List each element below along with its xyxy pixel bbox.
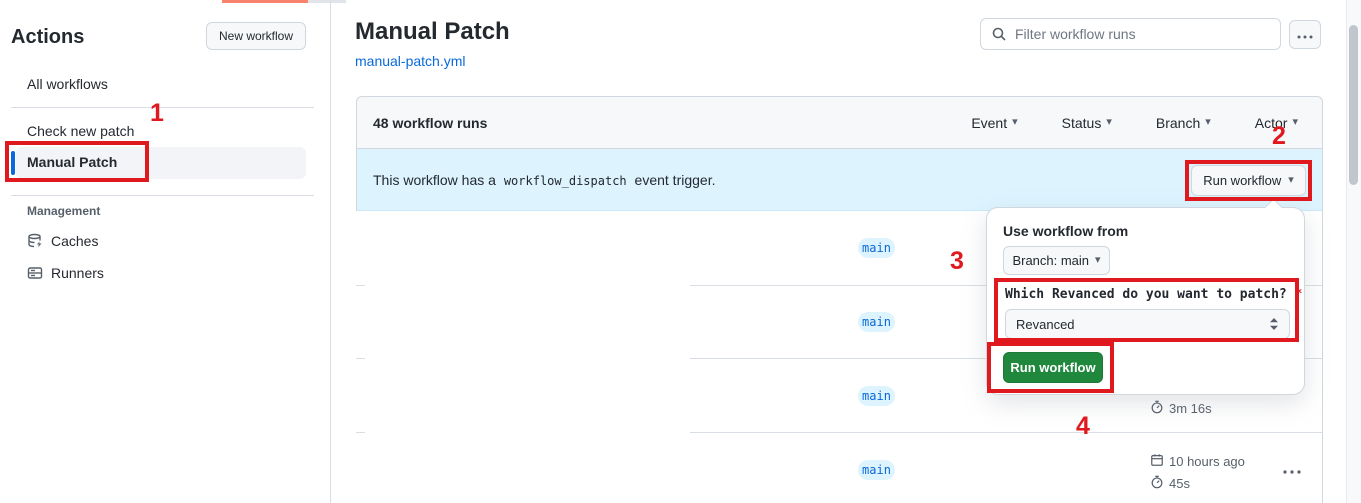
calendar-icon xyxy=(1150,453,1164,470)
sidebar-item-manual-patch[interactable] xyxy=(16,147,306,179)
run-time: 10 hours ago xyxy=(1150,453,1245,470)
sidebar-item-runners-label: Runners xyxy=(51,265,104,281)
row-divider xyxy=(356,285,365,286)
sidebar-item-runners[interactable]: Runners xyxy=(27,265,104,281)
chevron-down-icon: ▾ xyxy=(1205,116,1211,128)
sidebar-title: Actions xyxy=(11,26,85,48)
chevron-down-icon: ▾ xyxy=(1095,254,1101,266)
run-duration: 3m 16s xyxy=(1150,400,1212,417)
run-duration: 45s xyxy=(1150,475,1190,492)
workflow-runs-header: 48 workflow runs Event ▾ Status ▾ Branch… xyxy=(356,96,1323,149)
scrollbar-thumb[interactable] xyxy=(1349,25,1358,185)
sidebar-divider xyxy=(11,107,314,108)
stopwatch-icon xyxy=(1150,475,1164,492)
sidebar-item-check-new-patch[interactable]: Check new patch xyxy=(27,123,135,139)
branch-badge[interactable]: main xyxy=(858,460,895,480)
chevron-down-icon: ▾ xyxy=(1012,116,1018,128)
run-options-button[interactable] xyxy=(1283,461,1301,477)
run-workflow-dropdown-button[interactable]: Run workflow ▾ xyxy=(1191,165,1306,196)
sidebar-divider xyxy=(11,195,314,196)
annotation-number-1: 1 xyxy=(150,99,164,127)
caches-icon xyxy=(27,233,43,249)
required-asterisk: * xyxy=(1294,287,1303,302)
page-title: Manual Patch xyxy=(355,18,510,45)
row-divider xyxy=(690,432,1322,433)
popover-title: Use workflow from xyxy=(1003,223,1129,239)
banner-text: This workflow has a workflow_dispatch ev… xyxy=(373,171,716,188)
search-icon xyxy=(991,26,1007,42)
new-workflow-button[interactable]: New workflow xyxy=(206,22,306,50)
filter-workflow-runs-input[interactable] xyxy=(1015,26,1270,42)
top-loading-strip xyxy=(222,0,308,3)
sidebar-item-all-workflows[interactable]: All workflows xyxy=(27,76,108,92)
sidebar-item-manual-patch-label: Manual Patch xyxy=(27,154,118,170)
filter-workflow-runs-box xyxy=(980,18,1281,50)
annotation-number-3: 3 xyxy=(950,247,964,275)
top-strip-shadow xyxy=(308,0,346,3)
branch-badge[interactable]: main xyxy=(858,312,895,332)
sidebar-item-caches-label: Caches xyxy=(51,233,99,249)
event-filter-dropdown[interactable]: Event ▾ xyxy=(971,114,1018,131)
workflow-dispatch-code: workflow_dispatch xyxy=(503,173,627,188)
row-divider xyxy=(356,358,365,359)
runners-icon xyxy=(27,265,43,281)
management-section-label: Management xyxy=(27,204,101,218)
selected-indicator-bar xyxy=(11,151,15,175)
workflow-input-label: Which Revanced do you want to patch? * xyxy=(1005,287,1303,302)
status-filter-dropdown[interactable]: Status ▾ xyxy=(1061,114,1112,131)
branch-badge[interactable]: main xyxy=(858,386,895,406)
select-updown-icon xyxy=(1269,317,1279,331)
stopwatch-icon xyxy=(1150,400,1164,417)
row-divider xyxy=(356,432,365,433)
workflow-dispatch-banner: This workflow has a workflow_dispatch ev… xyxy=(356,149,1323,211)
branch-select-button[interactable]: Branch: main ▾ xyxy=(1003,246,1110,275)
run-workflow-submit-button[interactable]: Run workflow xyxy=(1003,352,1103,383)
workflow-file-link[interactable]: manual-patch.yml xyxy=(355,53,466,69)
branch-filter-dropdown[interactable]: Branch ▾ xyxy=(1155,114,1211,131)
chevron-down-icon: ▾ xyxy=(1106,116,1112,128)
chevron-down-icon: ▾ xyxy=(1288,174,1294,186)
revanced-select[interactable]: Revanced xyxy=(1005,309,1290,339)
kebab-icon xyxy=(1297,28,1313,42)
branch-badge[interactable]: main xyxy=(858,238,895,258)
annotation-number-4: 4 xyxy=(1076,412,1090,440)
table-right-border xyxy=(1322,211,1323,503)
actor-filter-dropdown[interactable]: Actor ▾ xyxy=(1254,114,1298,131)
sidebar-item-caches[interactable]: Caches xyxy=(27,233,98,249)
run-workflow-popover: Use workflow from Branch: main ▾ Which R… xyxy=(986,198,1305,395)
runs-filters: Event ▾ Status ▾ Branch ▾ Actor ▾ xyxy=(971,115,1306,131)
chevron-down-icon: ▾ xyxy=(1292,116,1298,128)
workflow-options-button[interactable] xyxy=(1289,20,1321,49)
sidebar-vertical-divider xyxy=(330,0,331,503)
runs-count: 48 workflow runs xyxy=(373,114,488,131)
kebab-icon xyxy=(1283,461,1301,477)
